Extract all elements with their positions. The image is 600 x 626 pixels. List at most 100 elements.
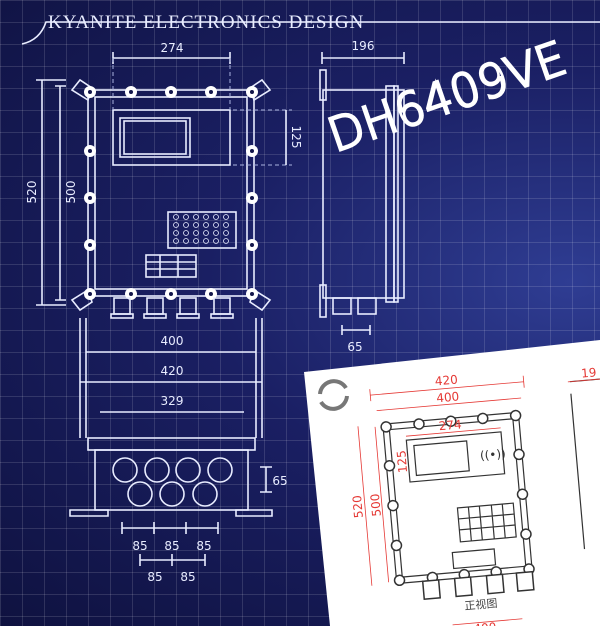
inset-display [413, 440, 470, 477]
inset-dim-line-420 [369, 375, 525, 402]
nameplate-grid [146, 255, 196, 277]
key [183, 214, 189, 220]
key [223, 222, 229, 228]
ext-lines-125 [233, 109, 292, 166]
ext-lines-274 [112, 58, 231, 110]
bolt-center [88, 196, 92, 200]
bolt-center [88, 90, 92, 94]
enclosure-inner [94, 96, 248, 290]
bolt-center [88, 243, 92, 247]
bolt-center [209, 292, 213, 296]
spacing-label: 85 [180, 570, 195, 584]
gland [146, 297, 164, 315]
key [173, 222, 179, 228]
spacing-label: 85 [164, 539, 179, 553]
spacing-line-2 [139, 554, 206, 566]
inset-logo-icon [318, 379, 349, 411]
bottom-ext-lines [79, 318, 263, 438]
gland [213, 297, 231, 315]
key [213, 238, 219, 244]
spacing-line-1 [121, 522, 219, 534]
key [223, 214, 229, 220]
gland-nut [110, 313, 134, 319]
dim-line-500 [55, 85, 66, 301]
display-window [112, 109, 231, 166]
dim-depth: 196 [352, 39, 375, 53]
key [173, 230, 179, 236]
inset-gland [485, 573, 505, 595]
front-view: 274 125 520 500 [25, 41, 303, 319]
dim-screen-width: 274 [161, 41, 184, 55]
key [173, 214, 179, 220]
bolt-center [88, 149, 92, 153]
inset-bolt [387, 499, 399, 512]
gland-hole [175, 457, 201, 483]
dim-line-520 [36, 79, 66, 306]
bolt-center [250, 196, 254, 200]
side-cover-edge [393, 85, 399, 303]
key [193, 238, 199, 244]
bolt-center [169, 90, 173, 94]
dim-inner-width: 400 [161, 334, 184, 348]
gland-nut [143, 313, 167, 319]
gland-nut [176, 313, 200, 319]
mount-bracket-bl [70, 288, 93, 312]
key [203, 238, 209, 244]
inset-bolt [520, 528, 532, 540]
bottom-flange [87, 437, 256, 451]
inset-bolt [413, 418, 425, 430]
spacing-label: 85 [196, 539, 211, 553]
key [203, 222, 209, 228]
key [213, 214, 219, 220]
display-screen [119, 117, 191, 158]
inset-gland [453, 576, 473, 598]
gland-nut [210, 313, 234, 319]
key [213, 222, 219, 228]
inset-bolt [393, 574, 406, 587]
gland-hole [159, 481, 185, 507]
gland-hole [192, 481, 218, 507]
inset-bolt [383, 459, 396, 472]
inset-dim-bottom: 400 [473, 620, 497, 626]
gland-hole [144, 457, 170, 483]
key [173, 238, 179, 244]
key [193, 214, 199, 220]
inset-gland [515, 570, 535, 592]
bolt-center [169, 292, 173, 296]
spacing-label: 85 [147, 570, 162, 584]
key [223, 230, 229, 236]
bolt-center [129, 90, 133, 94]
bolt-center [250, 243, 254, 247]
bolt-center [129, 292, 133, 296]
key [183, 222, 189, 228]
base-plates [69, 509, 273, 517]
display-inner [123, 120, 187, 155]
bolt-center [209, 90, 213, 94]
rfid-icon: ((•)) [479, 447, 506, 463]
key [203, 214, 209, 220]
side-view: 196 65 [319, 39, 405, 354]
bottom-body [94, 449, 249, 511]
keypad-keys [173, 214, 229, 244]
key [223, 238, 229, 244]
inset-nameplate [451, 548, 497, 570]
inset-bolt [516, 488, 529, 501]
key [213, 230, 219, 236]
gland-hole [207, 457, 233, 483]
bolt-center [250, 292, 254, 296]
gland-hole [127, 481, 153, 507]
inset-bolt [390, 539, 403, 552]
inset-dim-274: 274 [438, 417, 462, 433]
inset-gland [421, 579, 442, 601]
inset-dim-line-274 [405, 427, 501, 437]
inset-dim-line-bottom [452, 618, 523, 626]
dim-screen-height: 125 [289, 126, 303, 149]
inset-dim-side: 19 [581, 365, 597, 380]
dim-gland-row: 65 [272, 474, 287, 488]
inset-dim-lines-vertical [357, 426, 390, 586]
brand-title: KYANITE ELECTRONICS DESIGN [48, 12, 364, 33]
nameplate [145, 254, 197, 278]
cable-glands [110, 297, 234, 319]
bottom-view: 400 420 329 65 85 85 85 85 85 [69, 318, 288, 584]
